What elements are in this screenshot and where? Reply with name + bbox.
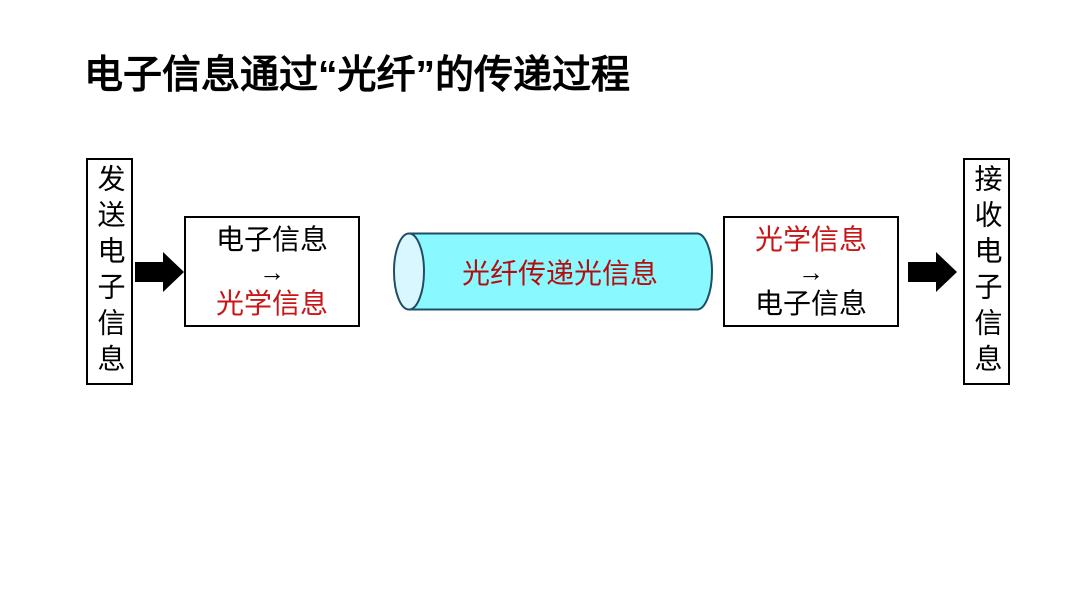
sender-box-label: 发送电子信息 (94, 163, 126, 380)
electronic-info-label: 电子信息 (754, 287, 867, 319)
receiver-box-label: 接收电子信息 (971, 163, 1003, 380)
right-block-arrow-icon (908, 252, 957, 292)
page-title: 电子信息通过“光纤”的传递过程 (84, 54, 631, 97)
receiver-box: 接收电子信息 (963, 158, 1010, 385)
electronic-to-optical-box: 电子信息 → 光学信息 (184, 216, 360, 327)
right-block-arrow-icon (135, 252, 184, 292)
sender-box: 发送电子信息 (86, 158, 133, 385)
optical-info-label: 光学信息 (754, 223, 867, 255)
optical-info-label: 光学信息 (215, 287, 328, 319)
optical-to-electronic-box: 光学信息 → 电子信息 (723, 216, 899, 327)
down-conversion-arrow-icon: → (259, 256, 285, 287)
fiber-cylinder-icon (393, 232, 713, 311)
electronic-info-label: 电子信息 (215, 223, 328, 255)
fiber-label: 光纤传递光信息 (461, 257, 658, 289)
down-conversion-arrow-icon: → (798, 256, 824, 287)
